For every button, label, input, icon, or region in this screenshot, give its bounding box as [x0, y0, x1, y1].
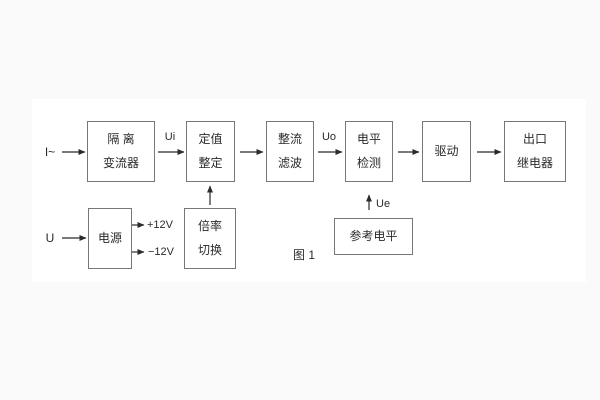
- label-ui: Ui: [164, 131, 176, 143]
- label-input-current: I~: [44, 145, 56, 159]
- node-rectifier-line2: 滤波: [277, 155, 302, 170]
- node-isolation-line1: 隔 离: [107, 132, 135, 147]
- node-setpoint-line2: 整定: [198, 155, 223, 170]
- node-ratio-switch-line2: 切换: [197, 242, 222, 257]
- node-output-relay: 出口 继电器: [504, 121, 566, 182]
- node-isolation-transformer: 隔 离 变流器: [87, 121, 155, 182]
- node-level-detect-line1: 电平: [356, 132, 381, 147]
- node-reference-level-label: 参考电平: [349, 228, 398, 243]
- node-setpoint-line1: 定值: [198, 132, 223, 147]
- label-minus12v: −12V: [148, 246, 174, 258]
- node-isolation-line2: 变流器: [102, 155, 139, 170]
- node-rectifier-line1: 整流: [277, 132, 302, 147]
- label-uo: Uo: [321, 131, 337, 143]
- label-plus12v: +12V: [147, 219, 173, 231]
- label-input-voltage: U: [45, 231, 55, 245]
- label-ue: Ue: [376, 198, 391, 210]
- node-setpoint-adjust: 定值 整定: [186, 121, 235, 182]
- node-output-relay-line1: 出口: [522, 132, 547, 147]
- node-power-supply: 电源: [88, 208, 132, 269]
- node-driver-label: 驱动: [434, 143, 459, 158]
- node-rectifier-filter: 整流 滤波: [266, 121, 314, 182]
- node-ratio-switch-line1: 倍率: [197, 219, 222, 234]
- node-output-relay-line2: 继电器: [516, 155, 553, 170]
- node-level-detect: 电平 检测: [345, 121, 393, 182]
- node-power-label: 电源: [97, 230, 122, 245]
- figure-caption: 图 1: [293, 248, 316, 262]
- node-ratio-switch: 倍率 切换: [184, 208, 236, 269]
- node-level-detect-line2: 检测: [356, 155, 381, 170]
- node-reference-level: 参考电平: [334, 218, 413, 255]
- node-driver: 驱动: [422, 121, 471, 182]
